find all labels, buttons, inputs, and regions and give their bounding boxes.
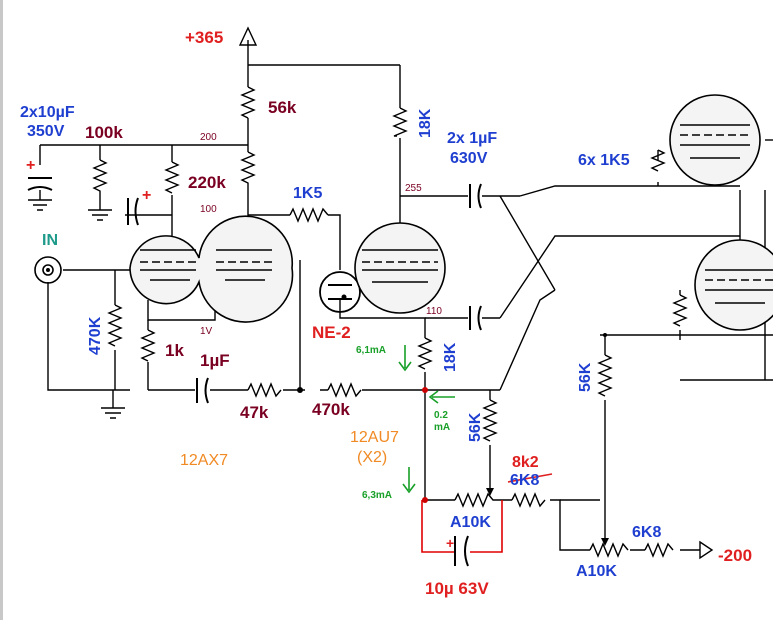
supply-plus-label: +365 — [185, 28, 223, 47]
r47k-label: 47k — [240, 403, 269, 422]
r18k-plate-label: 18K — [417, 108, 434, 138]
frame-left-edge — [0, 0, 3, 620]
output-tube-lower — [694, 239, 773, 331]
arrow-down-icon-2 — [402, 467, 416, 494]
resistors — [92, 86, 688, 558]
resistor-grid-2 — [672, 294, 688, 327]
node-255-label: 255 — [405, 183, 422, 194]
resistor-18k-cath — [417, 337, 433, 370]
current-top-label: 6,1mA — [356, 345, 386, 356]
r56k-bias-label: 56K — [467, 412, 484, 442]
svg-text:+: + — [26, 157, 35, 174]
coupling-caps-label-1: 2x 1µF — [447, 130, 497, 147]
coupling-caps-label-2: 630V — [450, 150, 488, 167]
tube-12ax7 — [129, 215, 294, 323]
resistor-56k-bias — [482, 399, 498, 442]
current-bottom-label: 6,3mA — [362, 490, 392, 501]
r6k8-old-label: 6K8 — [510, 472, 539, 489]
resistor-220k-b — [164, 161, 180, 194]
resistor-47k — [247, 382, 282, 398]
resistor-100k — [92, 159, 108, 198]
r56k-label: 56k — [268, 98, 297, 117]
r1k5-label: 1K5 — [293, 185, 322, 202]
pot-a10k-2-label: A10K — [576, 563, 617, 580]
resistor-470k-in — [107, 304, 123, 347]
decouple-cap-label-2: 350V — [27, 123, 65, 140]
node-200-label: 200 — [200, 132, 217, 143]
negative-supply-arrow-icon — [699, 540, 714, 560]
resistor-1k5 — [289, 207, 329, 223]
bypass-cap-plus: + — [446, 535, 454, 551]
decouple-cap-label-1: 2x10µF — [20, 104, 75, 121]
resistor-56k-out — [597, 354, 613, 397]
tube-12au7-label-1: 12AU7 — [350, 429, 399, 446]
junction-dots — [297, 333, 607, 503]
svg-text:+: + — [142, 187, 151, 204]
in-label: IN — [42, 232, 58, 249]
r470k-in-label: 470K — [87, 316, 104, 355]
r470k-fb-label: 470k — [312, 400, 350, 419]
neon-lamp-icon — [319, 271, 361, 313]
resistor-18k-plate — [392, 107, 408, 137]
current-bias-label-2: mA — [434, 422, 450, 433]
resistor-1k5-grid — [650, 149, 666, 172]
pot-a10k-2 — [589, 530, 629, 558]
input-jack-icon — [34, 256, 62, 284]
r6k8-out-label: 6K8 — [632, 524, 661, 541]
bypass-cap-wiring — [421, 500, 503, 567]
resistor-220k — [240, 151, 256, 192]
pot-a10k-1 — [454, 480, 500, 508]
pot-a10k-1-label: A10K — [450, 514, 491, 531]
tube-12ax7-label: 12AX7 — [180, 452, 228, 469]
capacitors: + + — [26, 157, 482, 404]
wiring — [39, 40, 773, 551]
current-arrows — [398, 345, 455, 494]
node-100-label: 100 — [200, 204, 217, 215]
cathode-1v-label: 1V — [200, 326, 213, 337]
resistor-6k8-out — [644, 542, 674, 558]
output-tube-upper — [669, 94, 761, 186]
arrow-down-icon — [398, 345, 412, 372]
r56k-out-label: 56K — [577, 362, 594, 392]
c1uf-label: 1µF — [200, 351, 230, 370]
anode-100k-label: 100k — [85, 123, 123, 142]
resistor-1k — [140, 329, 156, 362]
grid-stoppers-label: 6x 1K5 — [578, 152, 630, 169]
r1k-label: 1k — [165, 341, 184, 360]
r220k-label: 220k — [188, 173, 226, 192]
tube-12au7 — [354, 222, 446, 314]
r8k2-label: 8k2 — [512, 454, 539, 471]
supply-arrow-icon — [238, 26, 258, 46]
supply-minus-label: -200 — [718, 546, 752, 565]
node-110-label: 110 — [426, 306, 442, 317]
current-bias-label-1: 0.2 — [434, 410, 448, 421]
strike-through-6k8 — [507, 473, 553, 483]
resistor-6k8-tail — [511, 492, 546, 508]
bypass-cap-label: 10µ 63V — [425, 579, 489, 598]
resistor-470k-fb — [327, 382, 362, 398]
ground-symbols — [28, 199, 125, 419]
resistor-56k — [240, 86, 256, 119]
arrow-left-icon — [428, 390, 455, 404]
tube-12au7-label-2: (X2) — [357, 449, 387, 466]
neon-label: NE-2 — [312, 323, 351, 342]
r18k-cath-label: 18K — [442, 342, 459, 372]
